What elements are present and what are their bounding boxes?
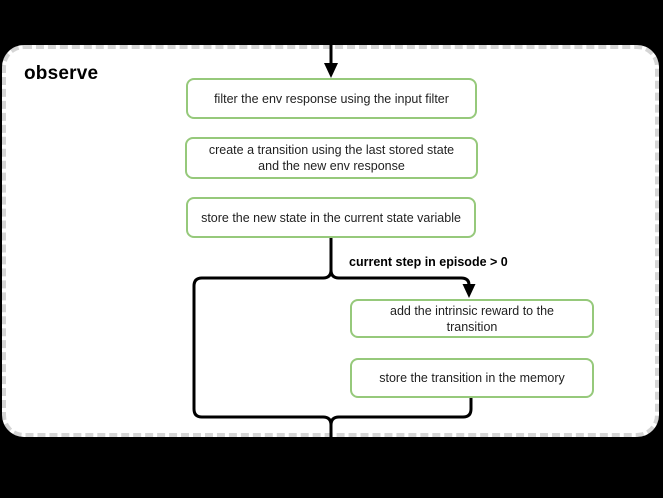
node-label: store the transition in the memory — [379, 371, 565, 385]
node-store-transition: store the transition in the memory — [350, 358, 594, 398]
node-add-intrinsic-reward: add the intrinsic reward to the transiti… — [350, 299, 594, 338]
node-create-transition: create a transition using the last store… — [185, 137, 478, 179]
node-label: store the new state in the current state… — [201, 210, 461, 225]
group-title: observe — [24, 63, 99, 84]
node-label: add the intrinsic reward to the transiti… — [390, 303, 554, 334]
node-label: filter the env response using the input … — [214, 91, 449, 106]
node-label: create a transition using the last store… — [208, 143, 455, 173]
condition-edge-label: current step in episode > 0 — [349, 255, 508, 269]
node-filter-env-response: filter the env response using the input … — [186, 78, 477, 119]
node-store-new-state: store the new state in the current state… — [186, 197, 476, 238]
